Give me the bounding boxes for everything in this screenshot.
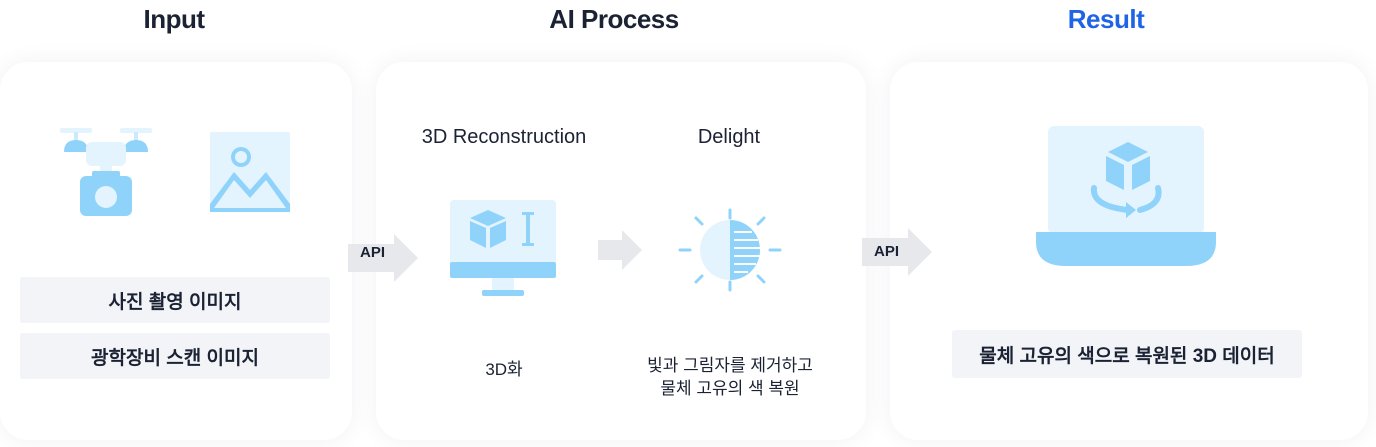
restored-3d-data-label: 물체 고유의 색으로 복원된 3D 데이터 (952, 330, 1302, 378)
image-icon (210, 132, 290, 212)
step-arrow (598, 230, 642, 270)
laptop-rotating-cube-icon (1036, 126, 1216, 266)
photo-image-label: 사진 촬영 이미지 (20, 277, 330, 323)
monitor-cube-icon (450, 200, 556, 296)
drone-camera-icon (60, 128, 152, 216)
api-label-1: API (360, 244, 386, 261)
api-arrow-input (348, 234, 418, 282)
result-title: Result (1067, 4, 1145, 34)
api-arrow-result (862, 228, 932, 276)
delight-desc-line1: 빛과 그림자를 제거하고 (647, 356, 813, 375)
reconstruction-desc: 3D화 (485, 360, 523, 379)
delight-title: Delight (697, 126, 761, 148)
input-title: Input (143, 4, 205, 34)
ai-process-title: AI Process (549, 4, 679, 34)
delight-desc-line2: 물체 고유의 색 복원 (660, 379, 800, 398)
optical-scan-image-label: 광학장비 스캔 이미지 (20, 333, 330, 379)
api-label-2: API (874, 243, 900, 260)
half-sun-icon (678, 208, 782, 292)
reconstruction-title: 3D Reconstruction (421, 126, 587, 148)
input-panel (0, 62, 352, 440)
